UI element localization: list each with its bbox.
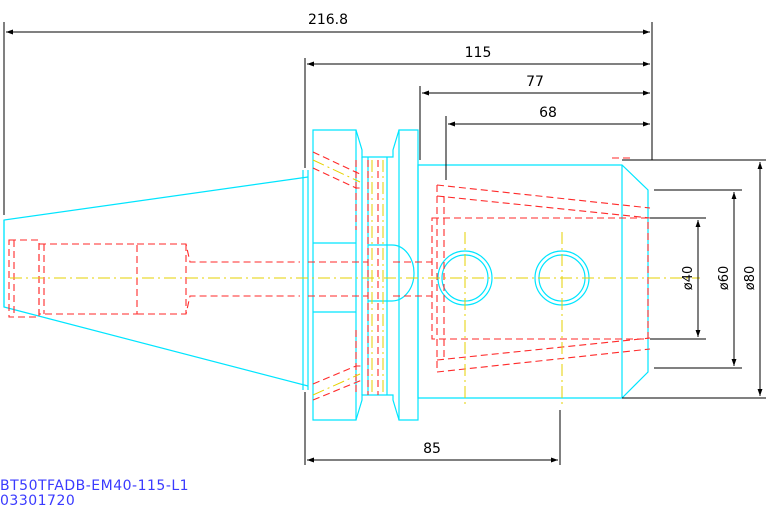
hidden-lines <box>8 151 651 401</box>
dimension-lines <box>3 22 766 465</box>
taper-shank-outline <box>3 176 309 387</box>
dim-bore-depth: 68 <box>539 105 557 121</box>
flange-right-block <box>398 129 419 421</box>
dim-mid-diameter: ø60 <box>717 266 732 291</box>
dim-flange-to-hole: 85 <box>423 441 441 457</box>
flange-left-block <box>312 129 357 421</box>
center-lines <box>10 159 700 405</box>
v-groove <box>355 129 400 158</box>
part-number-label: BT50TFADB-EM40-115-L1 <box>0 478 190 494</box>
dim-flange-to-end: 115 <box>465 45 492 61</box>
part-code-label: 03301720 <box>0 493 76 509</box>
dim-overall-length: 216.8 <box>308 12 348 28</box>
dim-outer-diameter: ø80 <box>743 266 758 291</box>
nose-body <box>417 164 649 399</box>
dim-body-length: 77 <box>526 74 544 90</box>
dim-bore-diameter: ø40 <box>681 266 696 291</box>
